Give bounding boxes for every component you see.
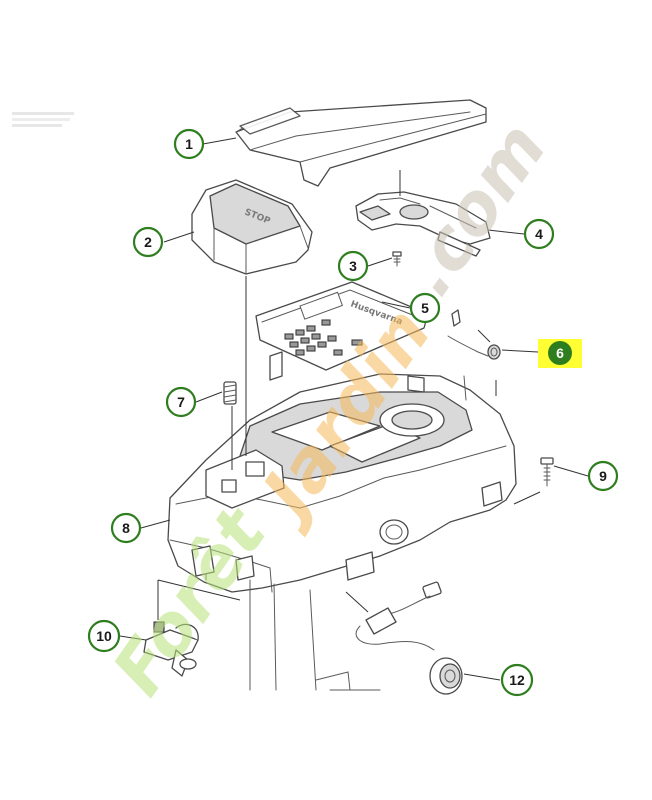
callout-8: 8 [110, 512, 142, 544]
part-5-keypad: Husqvarna [255, 281, 429, 381]
svg-text:3: 3 [349, 258, 357, 274]
part-3-screw [392, 251, 402, 267]
svg-text:10: 10 [96, 628, 112, 644]
callout-6: 6 [538, 339, 582, 368]
leader-lines [119, 137, 589, 681]
part-2-stop-cover: STOP [191, 179, 313, 275]
callout-10: 10 [87, 619, 121, 653]
svg-text:9: 9 [599, 468, 607, 484]
callout-3: 3 [337, 250, 369, 282]
part-10-sensor-bracket [143, 621, 199, 677]
part-4-latch-mechanism [355, 191, 491, 257]
callout-9: 9 [587, 460, 619, 492]
svg-text:8: 8 [122, 520, 130, 536]
part-7-spring [223, 381, 237, 405]
callout-1: 1 [173, 128, 205, 160]
svg-text:4: 4 [535, 226, 543, 242]
svg-text:5: 5 [421, 300, 429, 316]
callout-12: 12 [500, 663, 534, 697]
top-left-artifact [12, 112, 74, 127]
keypad-keys [284, 319, 363, 356]
svg-text:2: 2 [144, 234, 152, 250]
svg-text:1: 1 [185, 136, 193, 152]
part-12-cable-sensor [355, 581, 463, 695]
callout-7: 7 [165, 386, 197, 418]
svg-text:6: 6 [556, 345, 564, 361]
svg-text:12: 12 [509, 672, 525, 688]
part-6-spring-wire [447, 309, 501, 360]
callout-4: 4 [523, 218, 555, 250]
lower-frame-lines [249, 579, 381, 691]
part-1-handle [235, 99, 487, 187]
callout-5: 5 [409, 292, 441, 324]
part-8-chassis [167, 373, 517, 593]
svg-text:7: 7 [177, 394, 185, 410]
part-9-screw [540, 457, 554, 487]
callout-2: 2 [132, 226, 164, 258]
